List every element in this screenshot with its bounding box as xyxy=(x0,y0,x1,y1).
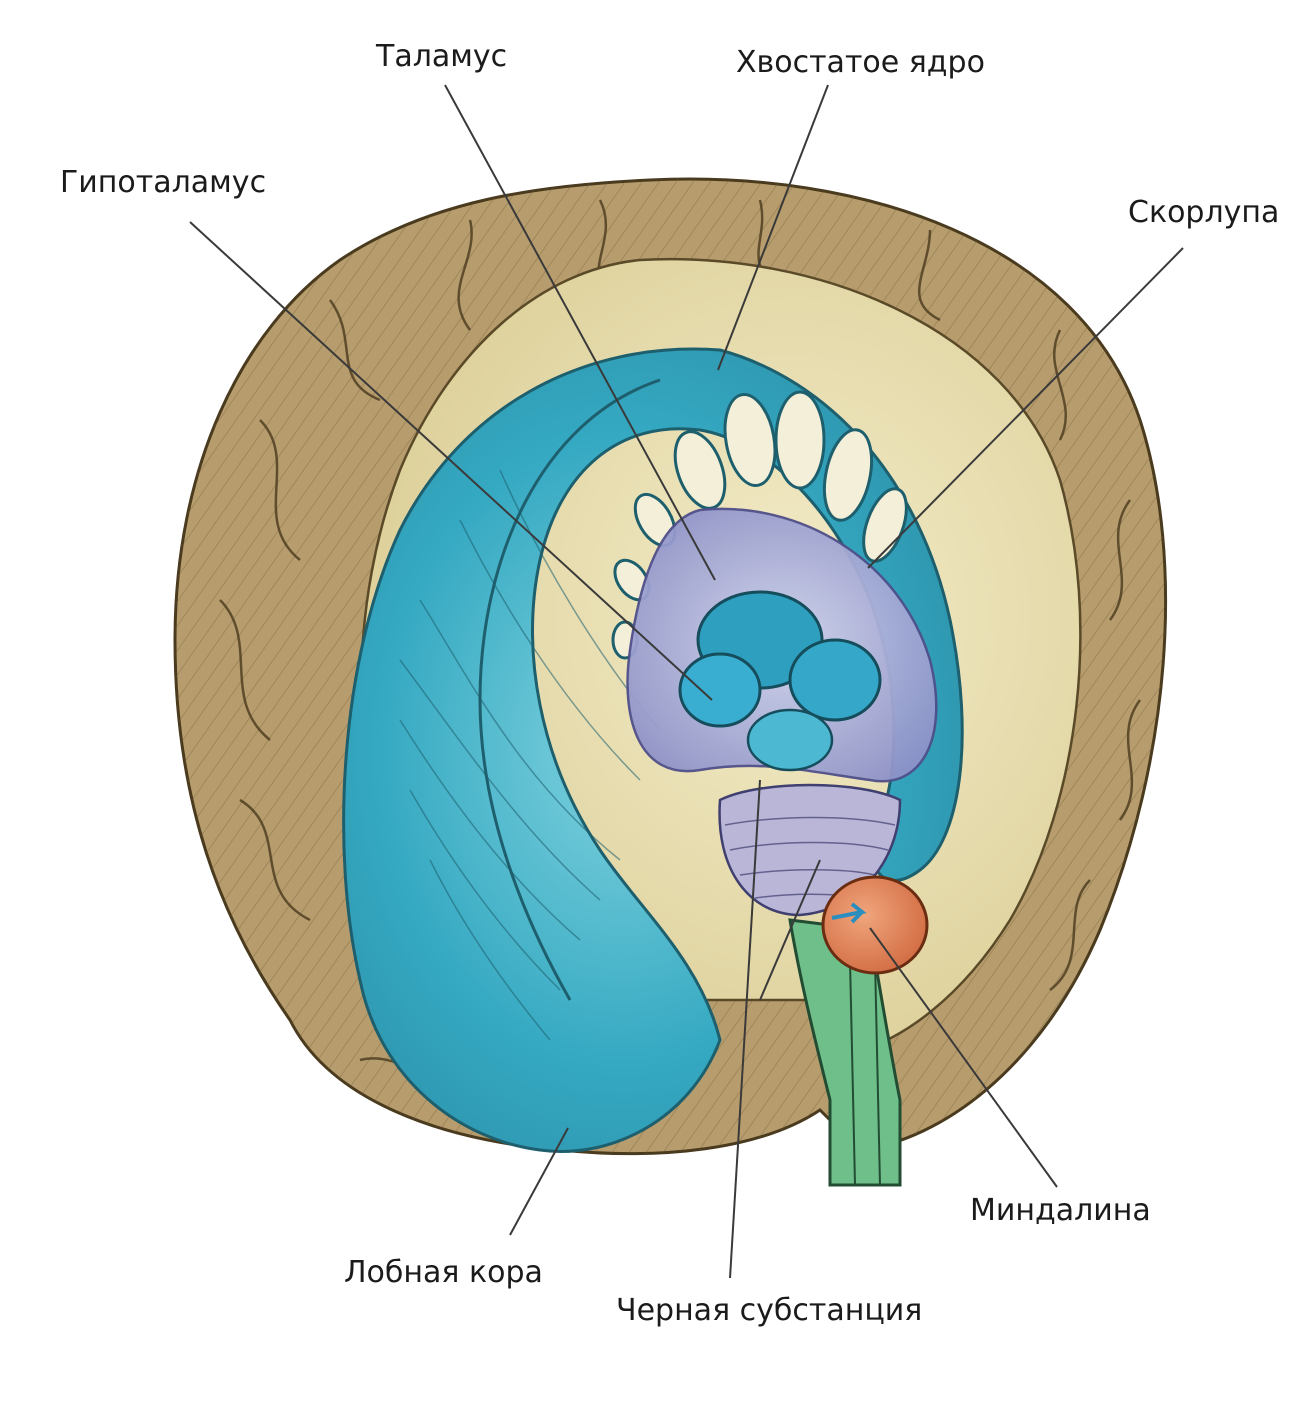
caudate-arches xyxy=(611,390,908,660)
thalamus-structure xyxy=(678,590,882,772)
leader-amygdala xyxy=(869,927,1058,1188)
leader-caudate xyxy=(717,84,829,371)
striatum xyxy=(342,347,964,1153)
leader-putamen xyxy=(867,247,1184,569)
amygdala-arrow xyxy=(831,902,867,924)
leader-lines xyxy=(189,84,1184,1279)
leader-substantia-2 xyxy=(759,859,821,1001)
label-amygdala: Миндалина xyxy=(970,1193,1151,1228)
label-hypothalamus: Гипоталамус xyxy=(60,165,267,200)
label-putamen: Скорлупа xyxy=(1128,195,1280,230)
label-substantia-nigra: Черная субстанция xyxy=(616,1293,923,1328)
label-caudate-nucleus: Хвостатое ядро xyxy=(736,45,985,80)
leader-substantia xyxy=(729,779,761,1279)
leader-thalamus xyxy=(444,84,716,581)
amygdala-structure xyxy=(821,875,929,975)
label-thalamus: Таламус xyxy=(376,39,508,74)
leader-frontal xyxy=(509,1127,569,1236)
striatum-striations xyxy=(399,469,661,1041)
leader-hypothalamus xyxy=(189,221,713,701)
label-frontal-cortex: Лобная кора xyxy=(344,1255,543,1290)
brainstem xyxy=(788,918,902,1187)
